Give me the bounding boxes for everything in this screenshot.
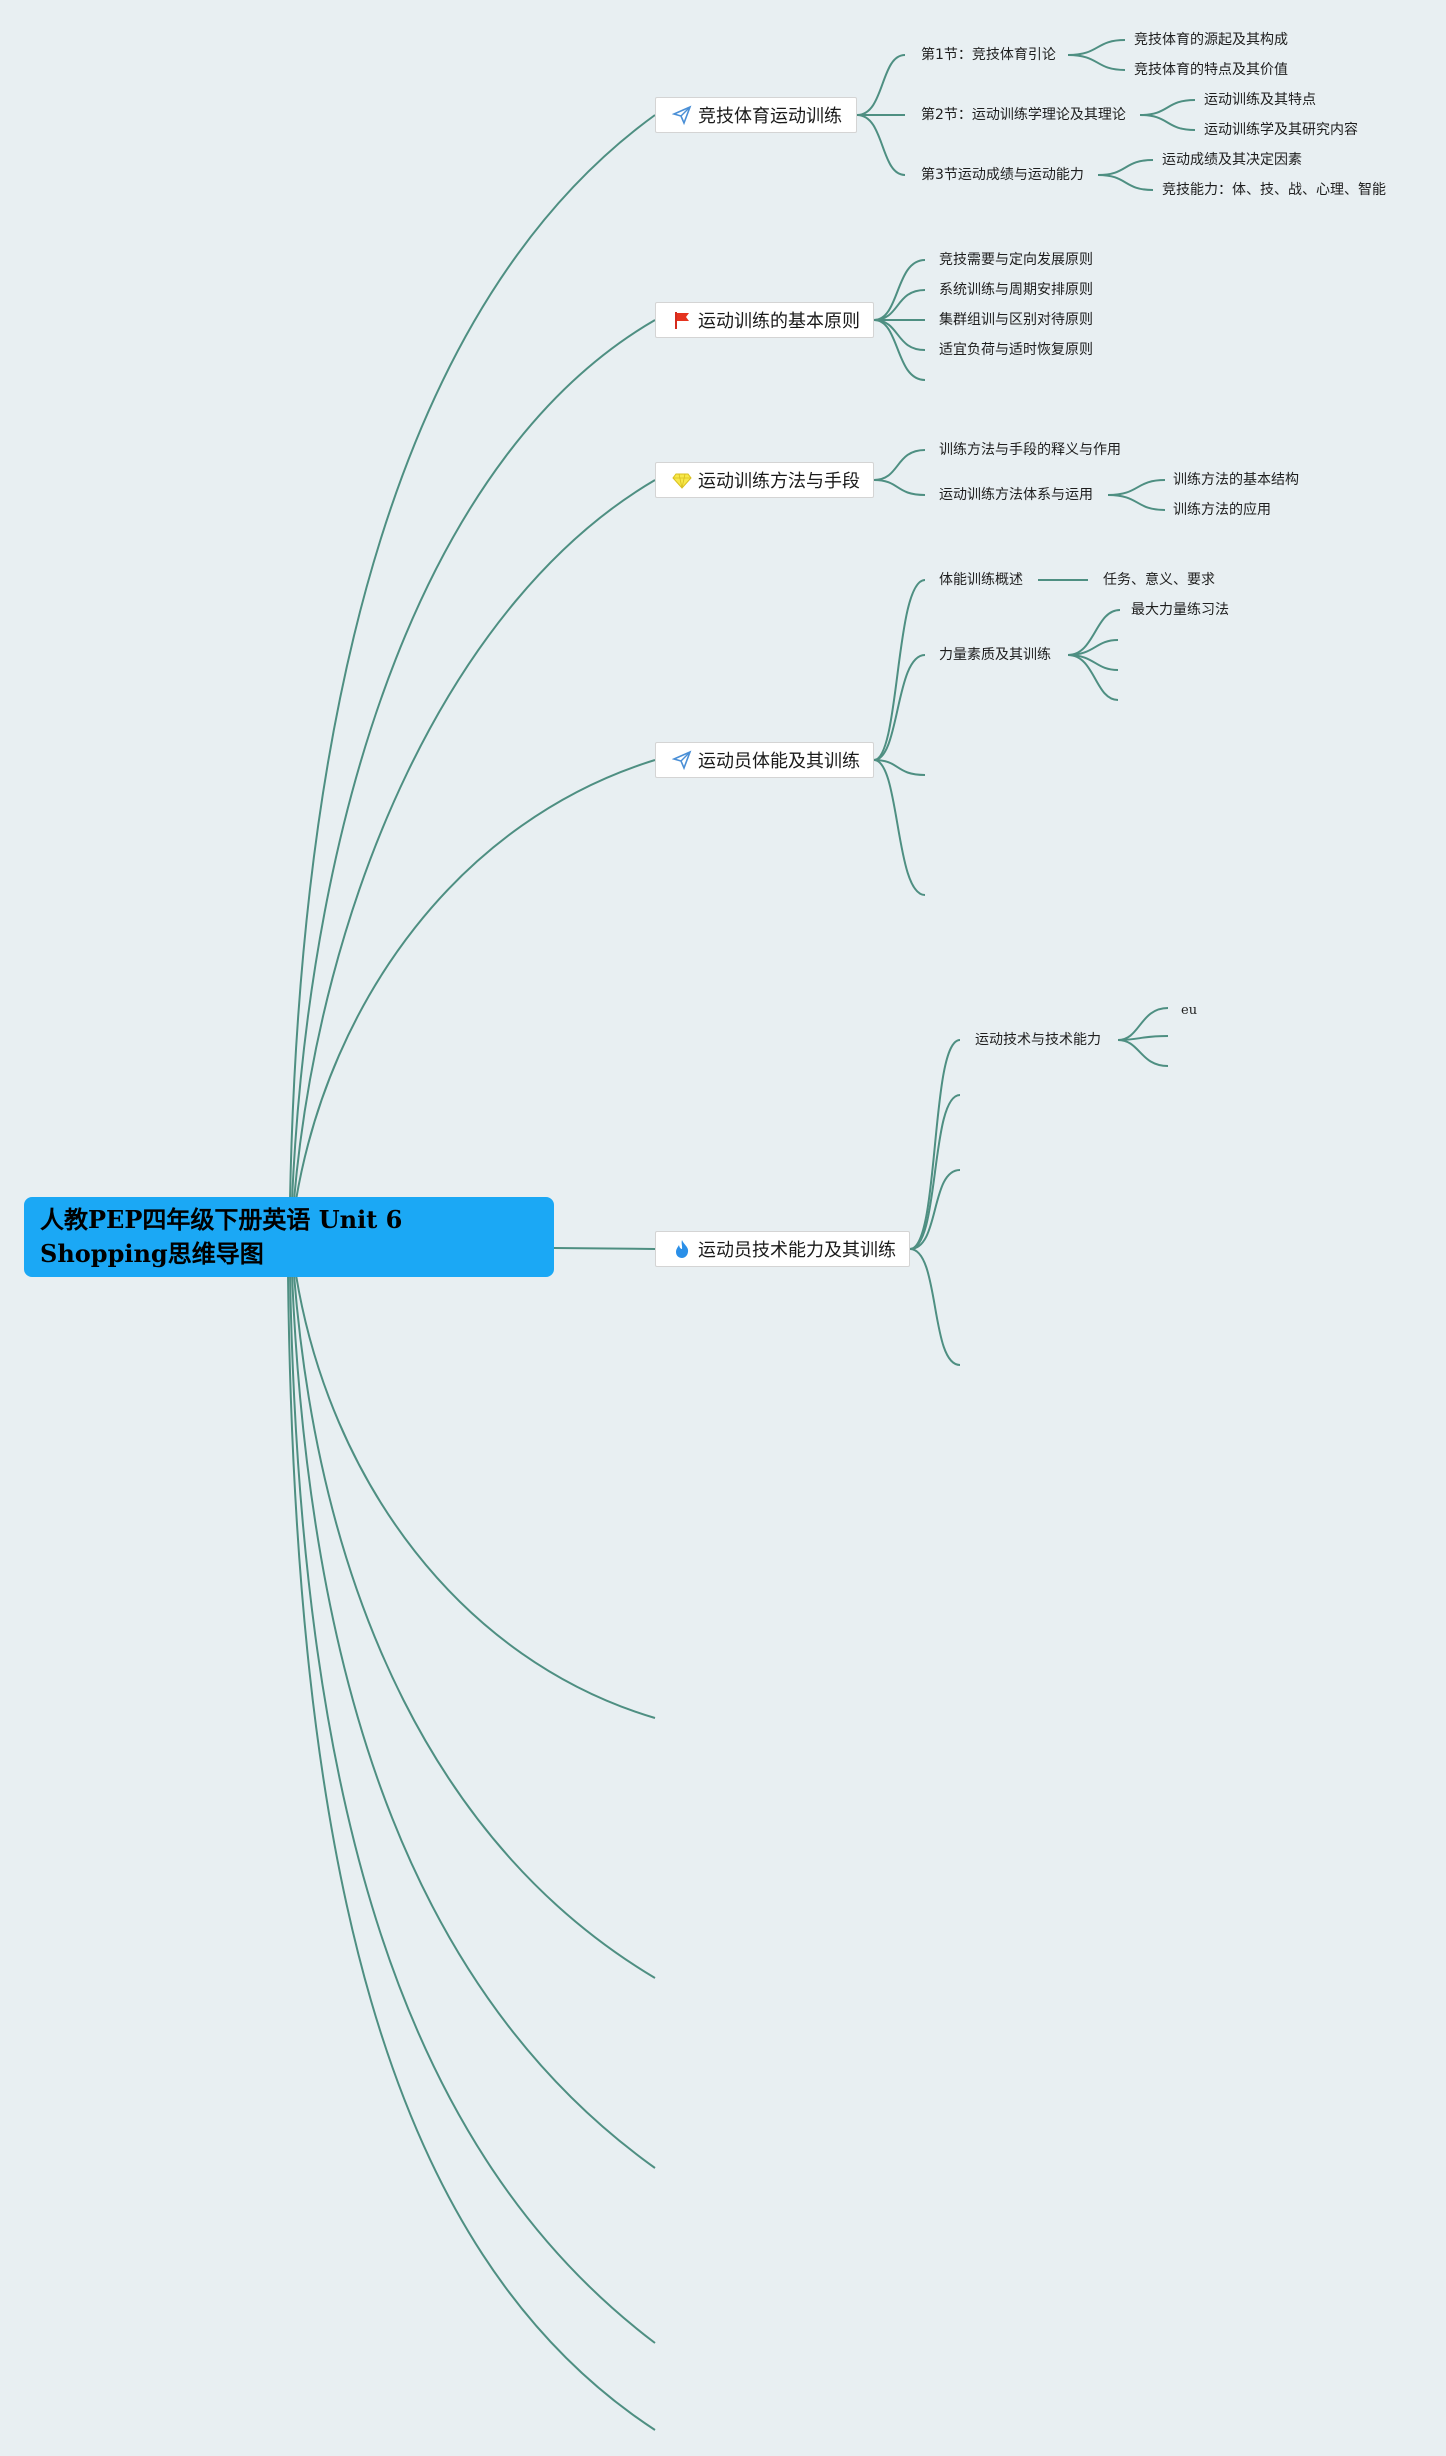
topic-label: 运动训练的基本原则 [698,311,860,332]
topic-athlete-fitness[interactable]: 运动员体能及其训练 [655,742,874,778]
topic-label: 运动训练方法与手段 [698,471,860,492]
connector-root-empty-1 [295,1274,656,1719]
topic-training-methods[interactable]: 运动训练方法与手段 [655,462,874,498]
connector-root-empty-3 [291,1274,656,2169]
connector-root-empty-2 [293,1274,656,1979]
leaf-label[interactable]: 训练方法的应用 [1173,502,1271,518]
subtopic-label[interactable]: 体能训练概述 [939,572,1023,588]
connector-root-topic4 [295,759,656,1201]
topic-athlete-technical-ability[interactable]: 运动员技术能力及其训练 [655,1231,910,1267]
leaf-label[interactable]: 最大力量练习法 [1131,602,1229,618]
connector-root-topic3 [293,479,656,1201]
diamond-icon [672,470,692,490]
leaf-label[interactable]: 运动训练学及其研究内容 [1204,122,1358,138]
topic-label: 运动员体能及其训练 [698,751,860,772]
fire-icon [672,1239,692,1259]
subtopic-label[interactable]: 运动技术与技术能力 [975,1032,1101,1048]
connector-t1-s3 [856,114,906,176]
leaf-label[interactable]: 任务、意义、要求 [1103,572,1215,588]
topic-label: 运动员技术能力及其训练 [698,1240,896,1261]
central-topic[interactable]: 人教PEP四年级下册英语 Unit 6 Shopping思维导图 [24,1197,554,1277]
leaf-label[interactable]: 系统训练与周期安排原则 [939,282,1093,298]
red-flag-icon [672,310,692,330]
connector-root-empty-4 [289,1274,656,2344]
subtopic-label[interactable]: 第3节运动成绩与运动能力 [921,167,1084,183]
subtopic-label[interactable]: 运动训练方法体系与运用 [939,487,1093,503]
leaf-label[interactable]: 运动成绩及其决定因素 [1162,152,1302,168]
leaf-label[interactable]: eu [1181,1003,1198,1018]
connector-root-topic1 [289,114,656,1201]
leaf-label[interactable]: 竞技体育的源起及其构成 [1134,32,1288,48]
connector-root-topic2 [291,319,656,1201]
leaf-label[interactable]: 适宜负荷与适时恢复原则 [939,342,1093,358]
leaf-label[interactable]: 竞技体育的特点及其价值 [1134,62,1288,78]
subtopic-label[interactable]: 第1节：竞技体育引论 [921,47,1056,63]
paper-plane-icon [672,105,692,125]
connector-root-topic5 [553,1247,656,1250]
topic-training-principles[interactable]: 运动训练的基本原则 [655,302,874,338]
leaf-label[interactable]: 集群组训与区别对待原则 [939,312,1093,328]
subtopic-label[interactable]: 力量素质及其训练 [939,647,1051,663]
topic-label: 竞技体育运动训练 [698,106,842,127]
leaf-label[interactable]: 训练方法的基本结构 [1173,472,1299,488]
leaf-label[interactable]: 竞技需要与定向发展原则 [939,252,1093,268]
subtopic-label[interactable]: 第2节：运动训练学理论及其理论 [921,107,1126,123]
leaf-label[interactable]: 运动训练及其特点 [1204,92,1316,108]
connector-t1-s1 [856,54,906,116]
leaf-label[interactable]: 训练方法与手段的释义与作用 [939,442,1121,458]
topic-competitive-sports-training[interactable]: 竞技体育运动训练 [655,97,857,133]
paper-plane-icon [672,750,692,770]
connector-root-empty-5 [287,1274,656,2431]
leaf-label[interactable]: 竞技能力：体、技、战、心理、智能 [1162,182,1386,198]
